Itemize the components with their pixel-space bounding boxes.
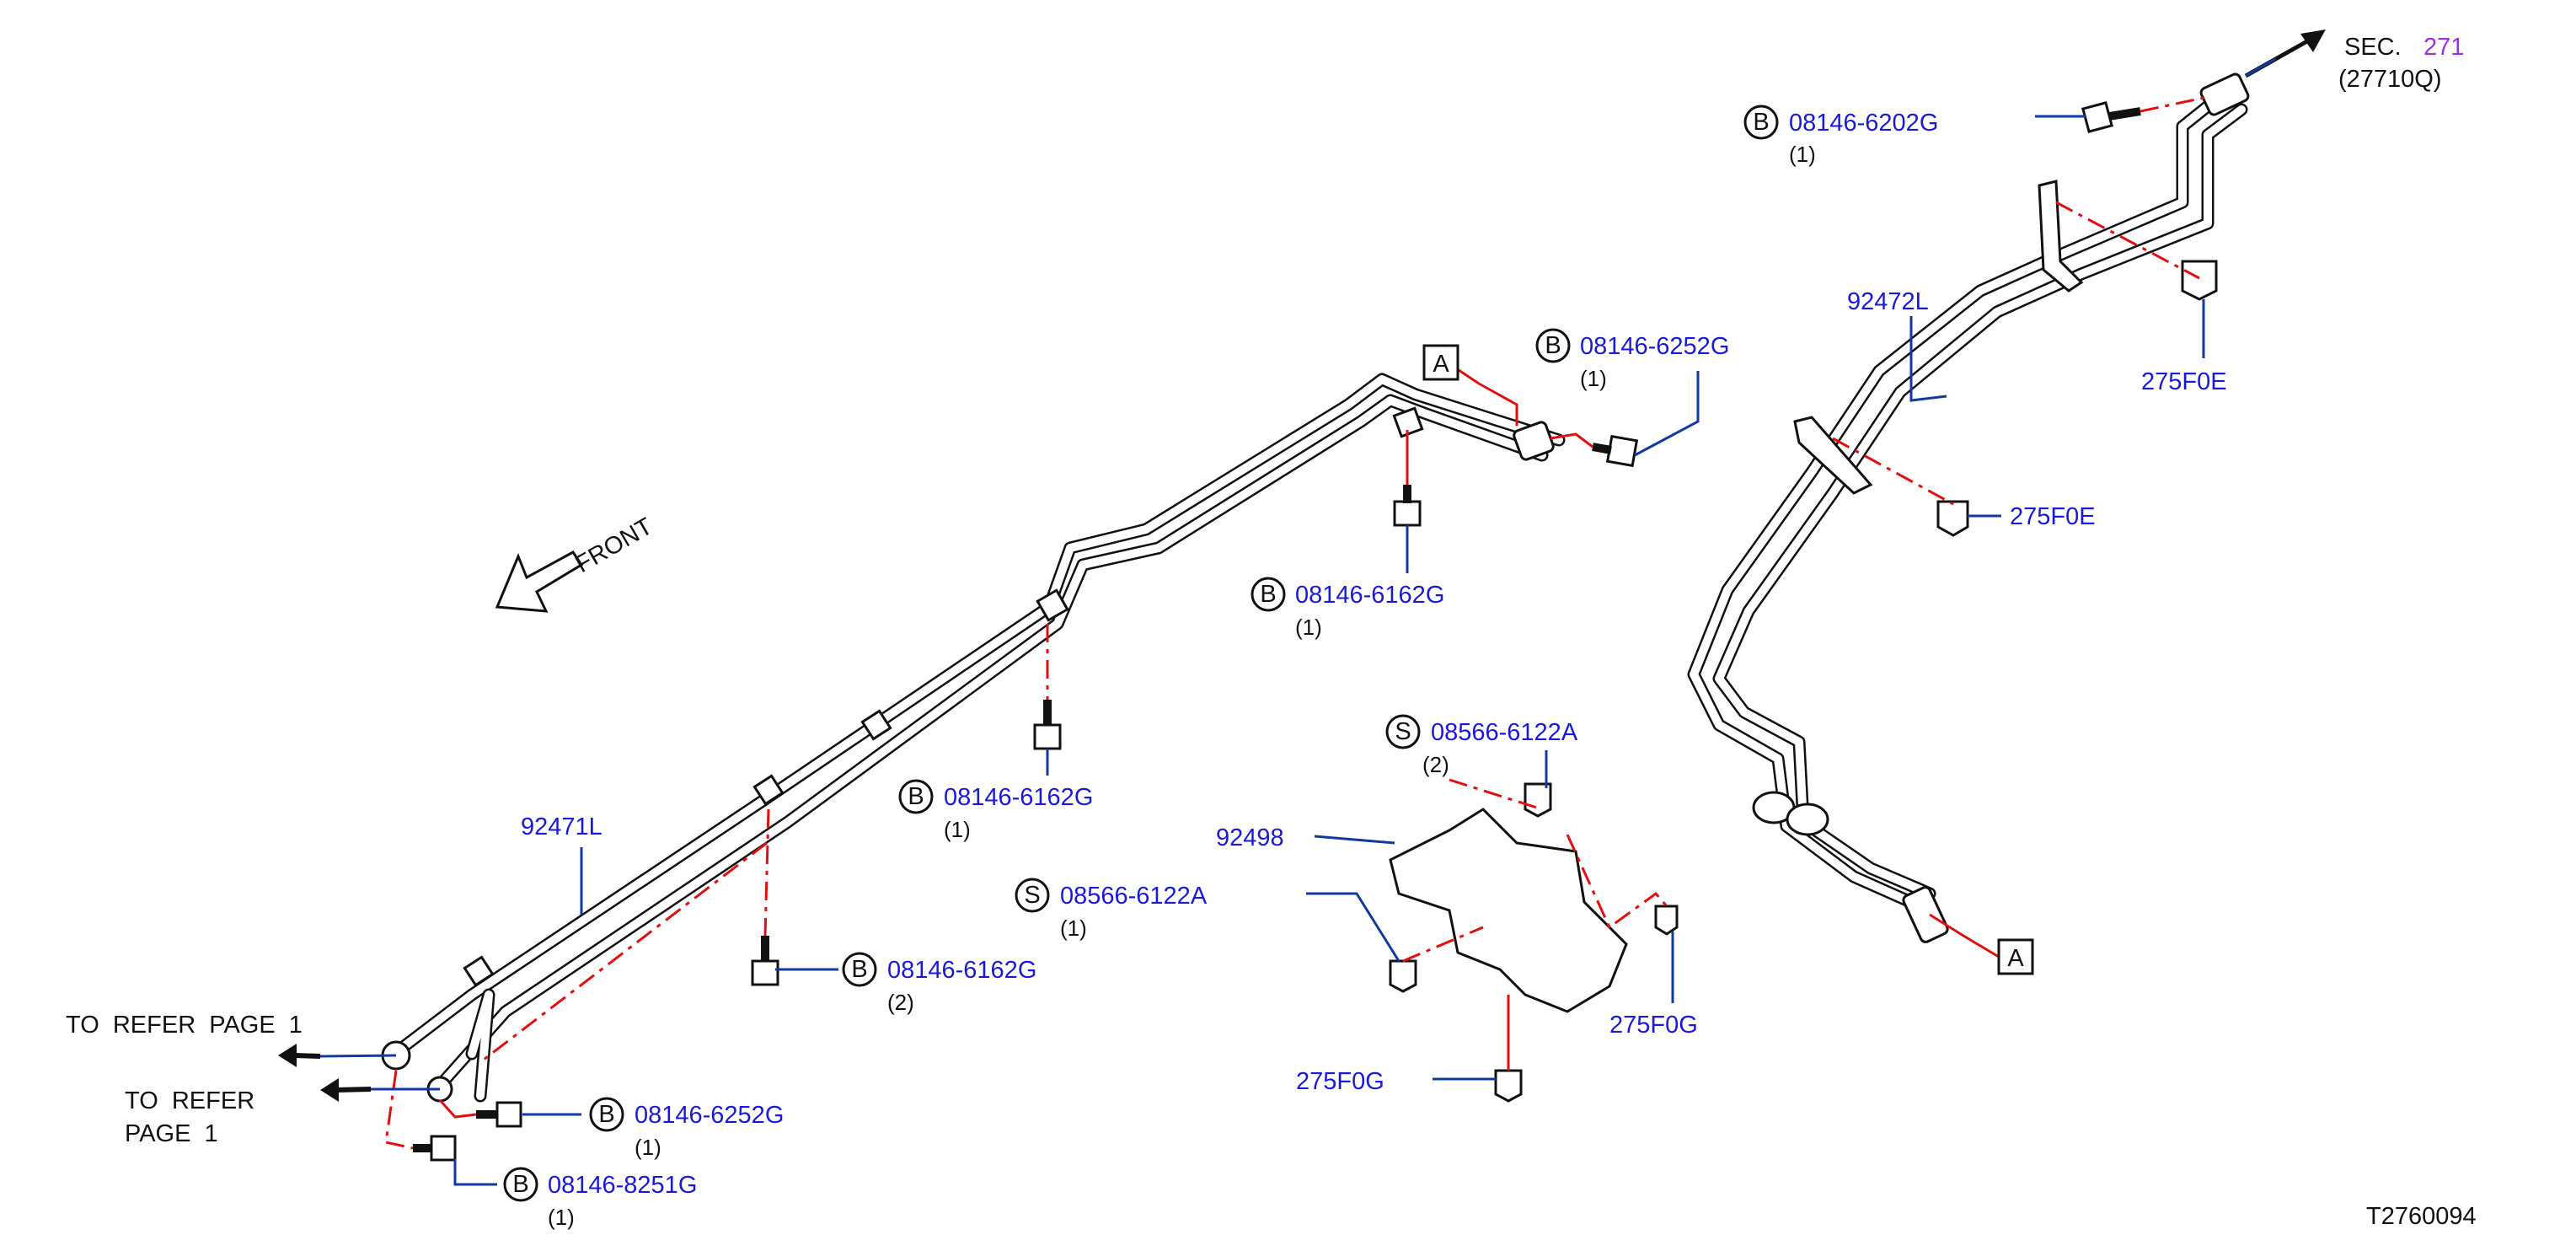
refer-bottom-line1[interactable]: TO REFER: [125, 1087, 254, 1114]
part-qty: (1): [1060, 915, 1087, 941]
callout-tube-front: 92471L: [521, 813, 602, 840]
box-marker-upper-label: A: [1433, 351, 1449, 378]
svg-text:B: B: [1753, 109, 1769, 136]
part-label-08566-6122A-upper: S 08566-6122A (2): [1385, 714, 1578, 777]
part-number: 08146-6162G: [1295, 582, 1444, 609]
part-label-08566-6122A-lower: S 08566-6122A (1): [1015, 878, 1208, 941]
callout-clip-g-left: 275F0G: [1296, 1068, 1384, 1095]
tube-clips: [381, 72, 2250, 1103]
callout-clip-upper: 275F0E: [2141, 368, 2227, 395]
box-marker-lower: A: [1997, 938, 2034, 975]
svg-text:S: S: [1024, 882, 1040, 909]
part-qty: (2): [887, 990, 914, 1015]
part-qty: (1): [1295, 615, 1322, 640]
svg-text:B: B: [851, 956, 867, 983]
part-number: 08146-6202G: [1789, 110, 1938, 137]
part-label-08146-6162G-left: B 08146-6162G (2): [842, 952, 1036, 1015]
part-number: 08146-6252G: [635, 1102, 784, 1129]
part-number: 08566-6122A: [1431, 719, 1578, 746]
front-brake-tube-assembly: [388, 373, 1566, 1103]
part-label-08146-6162G-center: B 08146-6162G (1): [898, 779, 1093, 842]
part-qty: (1): [548, 1205, 575, 1230]
sec-number-link[interactable]: 271: [2423, 34, 2464, 61]
leader-lines: [319, 115, 2205, 1186]
svg-text:B: B: [1545, 332, 1561, 359]
part-label-08146-6162G-right: B 08146-6162G (1): [1251, 577, 1444, 640]
diagram-id: T2760094: [2366, 1203, 2477, 1230]
part-qty: (1): [1789, 142, 1816, 167]
part-label-08146-6252G-lower: B 08146-6252G (1): [589, 1097, 784, 1160]
part-label-08146-6252G-upper: B 08146-6252G (1): [1535, 328, 1729, 391]
part-qty: (1): [635, 1135, 661, 1160]
svg-text:B: B: [1260, 581, 1276, 608]
refer-top-link[interactable]: TO REFER PAGE 1: [66, 1012, 303, 1039]
part-number: 08146-8251G: [548, 1172, 697, 1199]
front-arrow-icon: [495, 550, 584, 613]
callout-clip-lower: 275F0E: [2010, 503, 2096, 530]
part-label-08146-8251G: B 08146-8251G (1): [503, 1167, 697, 1230]
part-qty: (1): [944, 817, 971, 842]
callout-protector: 92498: [1216, 824, 1284, 851]
sec-arrow-head-icon: [2300, 30, 2326, 52]
part-number: 08146-6252G: [1580, 333, 1729, 360]
svg-text:B: B: [908, 783, 924, 810]
arrows: [278, 30, 2326, 1102]
svg-text:B: B: [512, 1171, 528, 1198]
box-marker-upper: A: [1422, 344, 1459, 381]
callout-clip-g-right: 275F0G: [1609, 1012, 1698, 1039]
alignment-lines: [384, 95, 2209, 1150]
part-number: 08146-6162G: [944, 784, 1093, 811]
box-marker-lower-label: A: [2007, 945, 2024, 972]
refer-arrow-top-icon: [278, 1044, 297, 1067]
part-label-08146-6202G: B 08146-6202G (1): [1743, 105, 1938, 167]
svg-text:B: B: [598, 1101, 614, 1128]
front-label: FRONT: [571, 513, 658, 578]
tube-protector: [1389, 808, 1628, 1013]
sec-sub: (27710Q): [2338, 66, 2442, 93]
fasteners: [413, 101, 2218, 1162]
part-qty: (2): [1422, 752, 1449, 777]
svg-text:S: S: [1395, 718, 1411, 745]
sec-prefix: SEC.: [2344, 34, 2402, 61]
part-qty: (1): [1580, 366, 1607, 391]
refer-arrow-bottom-icon: [320, 1078, 339, 1102]
part-number: 08146-6162G: [887, 957, 1036, 984]
callout-tube-rear: 92472L: [1847, 288, 1929, 315]
part-number: 08566-6122A: [1060, 883, 1208, 910]
refer-bottom-line2[interactable]: PAGE 1: [125, 1120, 218, 1147]
